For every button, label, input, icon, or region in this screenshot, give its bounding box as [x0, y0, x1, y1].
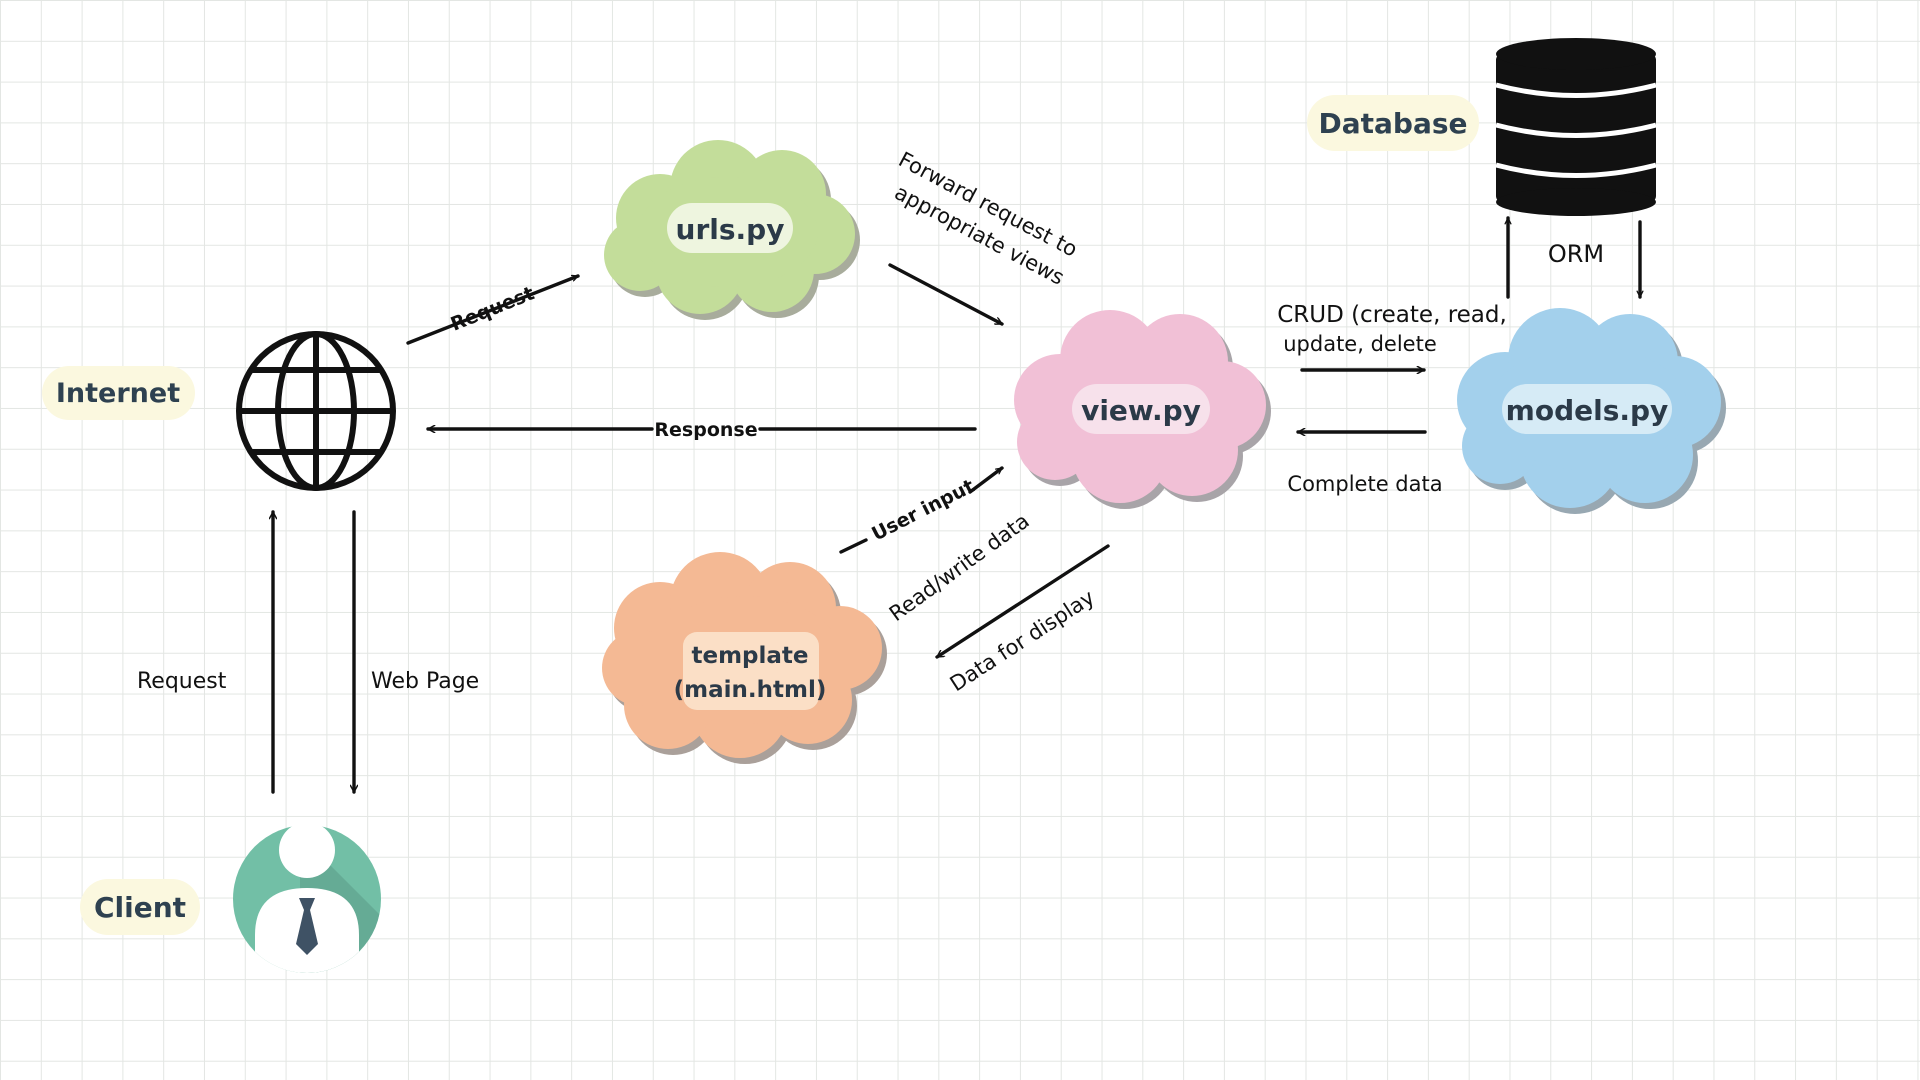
globe-icon — [236, 331, 396, 491]
response-label: Response — [654, 419, 757, 441]
internet-pill: Internet — [42, 366, 195, 420]
template-label-line1: template — [691, 643, 808, 669]
urls-py-node: urls.py — [604, 140, 860, 320]
orm-label: ORM — [1548, 240, 1604, 268]
client-request-label: Request — [137, 669, 227, 694]
user-avatar-icon — [233, 822, 381, 973]
urls-py-label: urls.py — [676, 213, 785, 246]
database-icon — [1495, 38, 1657, 216]
client-pill: Client — [80, 879, 200, 935]
user-input-arrow-a — [839, 538, 868, 554]
web-page-label: Web Page — [371, 669, 479, 694]
database-pill: Database — [1307, 95, 1479, 151]
forward-arrow — [888, 263, 1004, 326]
view-py-label: view.py — [1081, 394, 1201, 427]
template-label-line2: (main.html) — [674, 677, 827, 703]
crud-label-line1: CRUD (create, read, — [1277, 302, 1507, 328]
client-label: Client — [94, 891, 186, 924]
crud-label-line2: update, delete — [1283, 332, 1437, 356]
data-display-arrow — [935, 544, 1110, 659]
models-py-label: models.py — [1506, 394, 1669, 427]
database-label: Database — [1318, 107, 1467, 140]
models-py-node: models.py — [1457, 308, 1726, 514]
user-input-arrow-b — [968, 466, 1004, 494]
internet-request-arrow — [406, 274, 580, 345]
template-node: template (main.html) — [602, 552, 887, 764]
user-input-label: User input — [868, 475, 978, 545]
internet-label: Internet — [56, 378, 180, 409]
complete-data-label: Complete data — [1287, 472, 1442, 496]
internet-request-label: Request — [448, 282, 538, 335]
view-py-node: view.py — [1014, 310, 1271, 509]
